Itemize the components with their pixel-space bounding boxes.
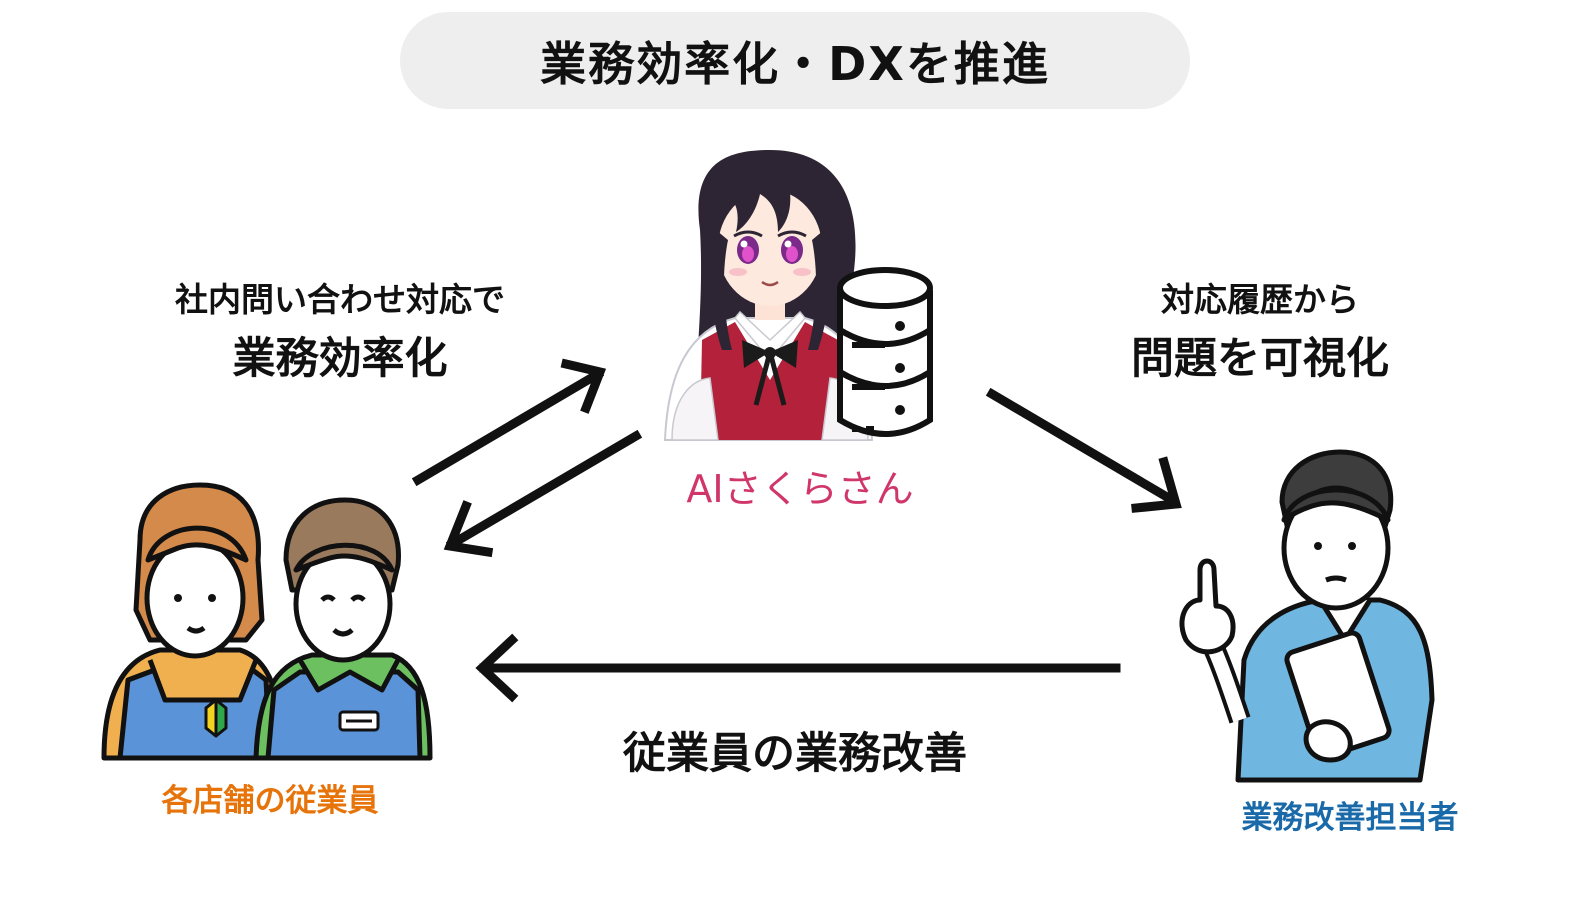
store-staff-label: 各店舗の従業員 bbox=[161, 783, 379, 819]
manager-label: 業務改善担当者 bbox=[1241, 800, 1459, 836]
arrow-ai-to-staff bbox=[443, 429, 643, 558]
store-staff-icon bbox=[101, 482, 433, 761]
caption-improvement: 従業員の業務改善 bbox=[623, 729, 967, 779]
page-title: 業務効率化・DXを推進 bbox=[400, 12, 1190, 109]
caption-efficiency-line2: 業務効率化 bbox=[232, 334, 448, 384]
caption-efficiency: 社内問い合わせ対応で 業務効率化 bbox=[120, 272, 560, 390]
database-icon bbox=[837, 267, 933, 437]
caption-efficiency-line1: 社内問い合わせ対応で bbox=[175, 280, 505, 319]
arrow-ai-to-manager bbox=[985, 387, 1182, 513]
manager-icon bbox=[1179, 449, 1435, 783]
arrow-manager-to-staff bbox=[475, 633, 1121, 703]
caption-visualize-line1: 対応履歴から bbox=[1161, 280, 1359, 319]
caption-visualize-line2: 問題を可視化 bbox=[1131, 334, 1389, 384]
ai-sakura-label: AIさくらさん bbox=[686, 467, 914, 511]
arrow-staff-to-ai bbox=[411, 358, 607, 487]
anime-assistant-icon bbox=[663, 150, 874, 441]
caption-visualize: 対応履歴から 問題を可視化 bbox=[1040, 272, 1480, 390]
